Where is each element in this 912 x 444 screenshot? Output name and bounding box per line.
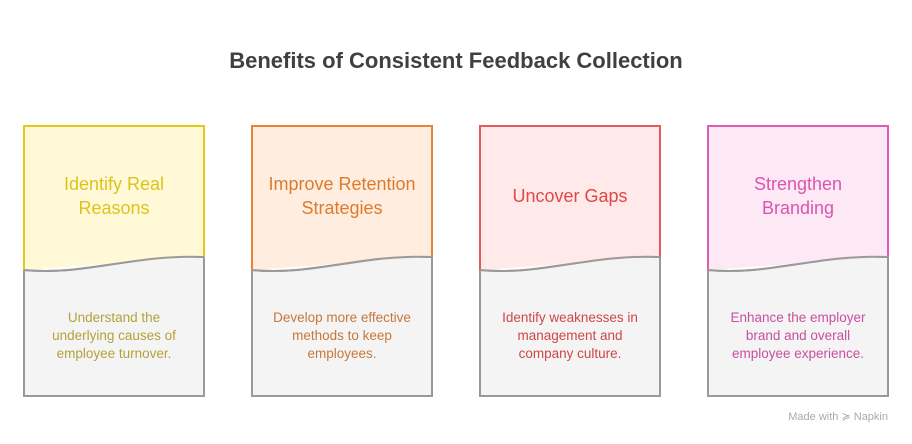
- card-heading: Uncover Gaps: [512, 186, 628, 206]
- benefit-card: Strengthen Branding Enhance the employer…: [707, 125, 889, 397]
- brand-label: Napkin: [853, 411, 888, 423]
- card-description: Understand the underlying causes of empl…: [52, 310, 176, 361]
- card-shape: [479, 125, 661, 397]
- card-heading: Identify Real Reasons: [63, 174, 165, 218]
- footer: Made with ≽ Napkin: [788, 410, 888, 423]
- benefit-card: Identify Real Reasons Understand the und…: [23, 125, 205, 397]
- card-description: Identify weaknesses in management and co…: [502, 310, 638, 361]
- card-shape: [251, 125, 433, 397]
- card-shape: [23, 125, 205, 397]
- napkin-logo-icon: ≽: [841, 411, 851, 423]
- benefit-card: Improve Retention Strategies Develop mor…: [251, 125, 433, 397]
- made-with-label: Made with: [788, 411, 839, 423]
- card-description: Develop more effective methods to keep e…: [273, 310, 411, 361]
- card-description: Enhance the employer brand and overall e…: [730, 310, 866, 361]
- card-heading: Improve Retention Strategies: [268, 174, 416, 218]
- benefit-card: Uncover Gaps Identify weaknesses in mana…: [479, 125, 661, 397]
- page-title: Benefits of Consistent Feedback Collecti…: [229, 48, 683, 73]
- card-shape: [707, 125, 889, 397]
- card-heading: Strengthen Branding: [753, 174, 843, 218]
